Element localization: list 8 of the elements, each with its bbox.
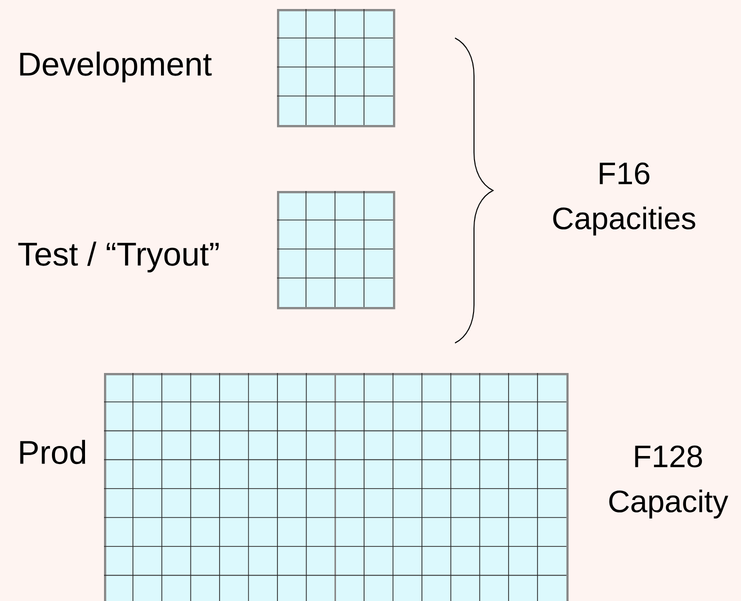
grid-block	[276, 8, 396, 128]
grid-block	[276, 190, 396, 310]
side-label: Prod	[20, 440, 86, 464]
capacity-label: F128 Capacity	[609, 445, 728, 519]
side-label: Development	[20, 52, 212, 82]
capacity-label: F16 Capacities	[553, 162, 696, 236]
grid-block	[104, 372, 569, 601]
side-label: Test / “Tryout”	[18, 242, 219, 272]
